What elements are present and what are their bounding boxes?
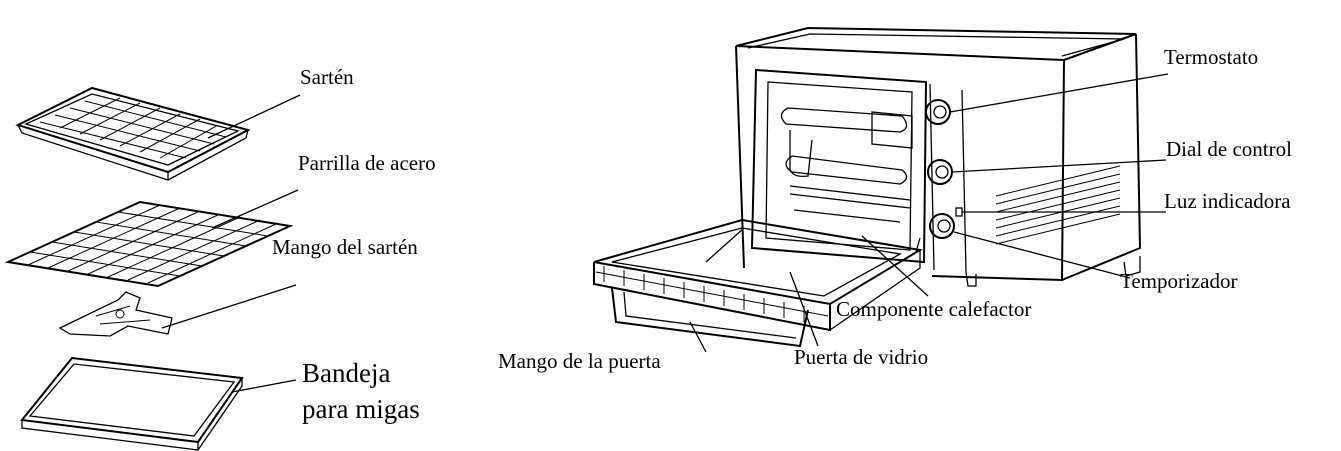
left-leader-lines [161, 94, 301, 393]
wire-rack-illustration [4, 200, 294, 288]
label-puerta-vidrio: Puerta de vidrio [794, 345, 928, 369]
right-leader-lines [689, 73, 1169, 353]
timer-knob-icon [929, 213, 955, 239]
label-bandeja-line2: para migas [302, 394, 420, 424]
label-componente: Componente calefactor [836, 297, 1031, 321]
label-sarten: Sartén [300, 65, 354, 89]
label-temporizador: Temporizador [1120, 269, 1237, 293]
toaster-oven-illustration [593, 26, 1142, 348]
crumb-tray-illustration [20, 356, 244, 451]
label-parrilla: Parrilla de acero [298, 151, 436, 175]
thermostat-knob-icon [925, 99, 951, 125]
label-termostato: Termostato [1164, 45, 1258, 69]
label-luz: Luz indicadora [1164, 189, 1291, 213]
baking-pan-illustration [15, 86, 251, 181]
indicator-light-icon [955, 207, 963, 217]
label-mango-sarten: Mango del sartén [272, 235, 418, 259]
label-mango-puerta: Mango de la puerta [498, 349, 661, 373]
label-dial: Dial de control [1166, 137, 1292, 161]
pan-handle-illustration [58, 291, 173, 337]
label-bandeja-line1: Bandeja [302, 358, 390, 388]
